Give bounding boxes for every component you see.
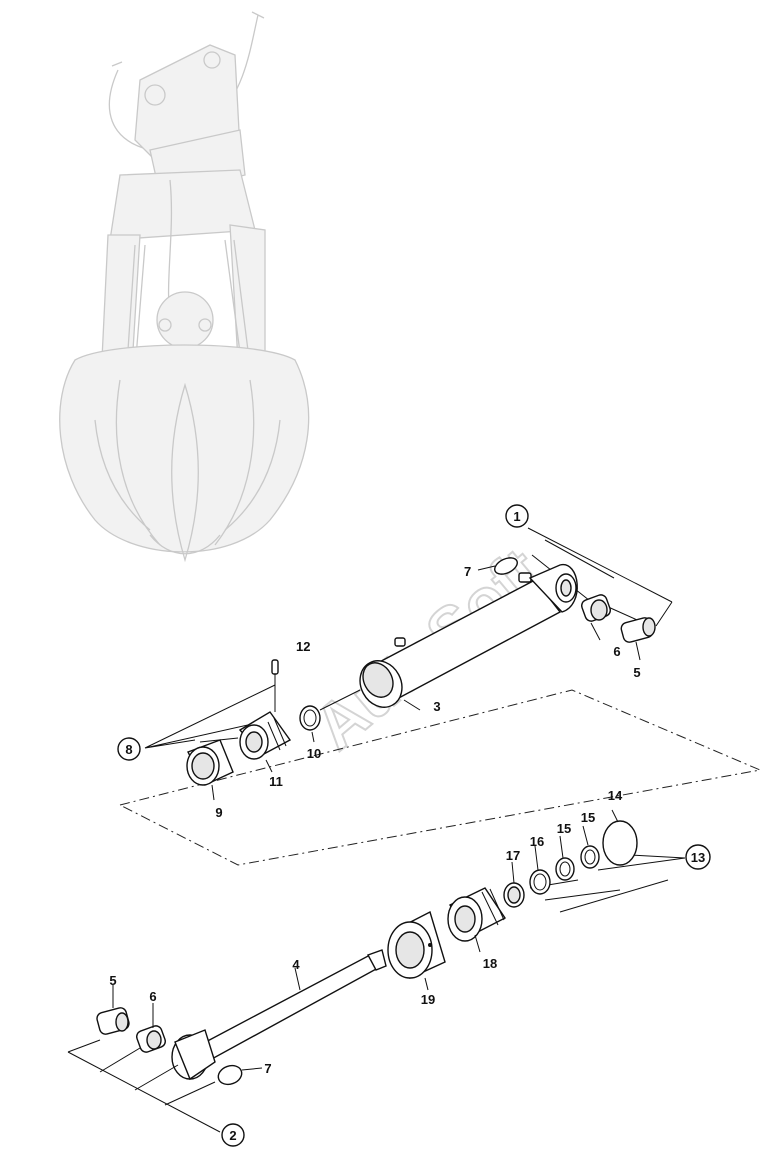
label-7-bottom: 7 [264, 1061, 271, 1076]
leader-lines-2 [67, 1039, 221, 1133]
cylinder-head [238, 711, 292, 760]
svg-text:2: 2 [229, 1128, 236, 1143]
callout-2: 2 [221, 1123, 245, 1147]
grab-assembly-outline [59, 11, 310, 563]
bushing-top [581, 594, 611, 622]
label-4: 4 [292, 957, 300, 972]
circlip-bottom [217, 1064, 243, 1086]
circlip-top [494, 557, 518, 575]
o-ring-14 [602, 820, 638, 866]
label-16: 16 [530, 834, 544, 849]
label-5-bottom: 5 [109, 973, 116, 988]
label-10: 10 [307, 746, 321, 761]
label-9: 9 [215, 805, 222, 820]
svg-text:13: 13 [691, 850, 705, 865]
guide-ring [387, 910, 446, 979]
piston [447, 887, 507, 942]
callout-8: 8 [117, 737, 141, 761]
grease-nipple [271, 659, 279, 675]
seal-ring-10 [299, 705, 321, 731]
label-15-right: 15 [581, 810, 595, 825]
label-11: 11 [269, 774, 283, 789]
bushing-bottom [136, 1025, 166, 1053]
ring-15a [555, 857, 575, 881]
label-17: 17 [506, 848, 520, 863]
label-12: 12 [296, 639, 310, 654]
cylinder-barrel [359, 564, 578, 708]
phantom-outline [118, 689, 762, 866]
gland-nut [186, 739, 234, 786]
label-5-top: 5 [633, 665, 640, 680]
leader-lines-8 [144, 684, 276, 749]
label-14: 14 [608, 788, 623, 803]
label-7-top: 7 [464, 564, 471, 579]
label-19: 19 [421, 992, 435, 1007]
callout-13: 13 [685, 844, 711, 870]
label-18: 18 [483, 956, 497, 971]
piston-rod [171, 949, 387, 1081]
label-3: 3 [433, 699, 440, 714]
sleeve-top [620, 617, 656, 643]
label-6-top: 6 [613, 644, 620, 659]
svg-text:1: 1 [513, 509, 520, 524]
sleeve-bottom [96, 1007, 130, 1035]
label-6-bottom: 6 [149, 989, 156, 1004]
svg-text:8: 8 [125, 742, 132, 757]
label-15-left: 15 [557, 821, 571, 836]
callout-1: 1 [505, 504, 529, 528]
leader-lines-13 [529, 854, 686, 913]
ring-16 [529, 869, 551, 895]
ring-15b [580, 845, 600, 869]
